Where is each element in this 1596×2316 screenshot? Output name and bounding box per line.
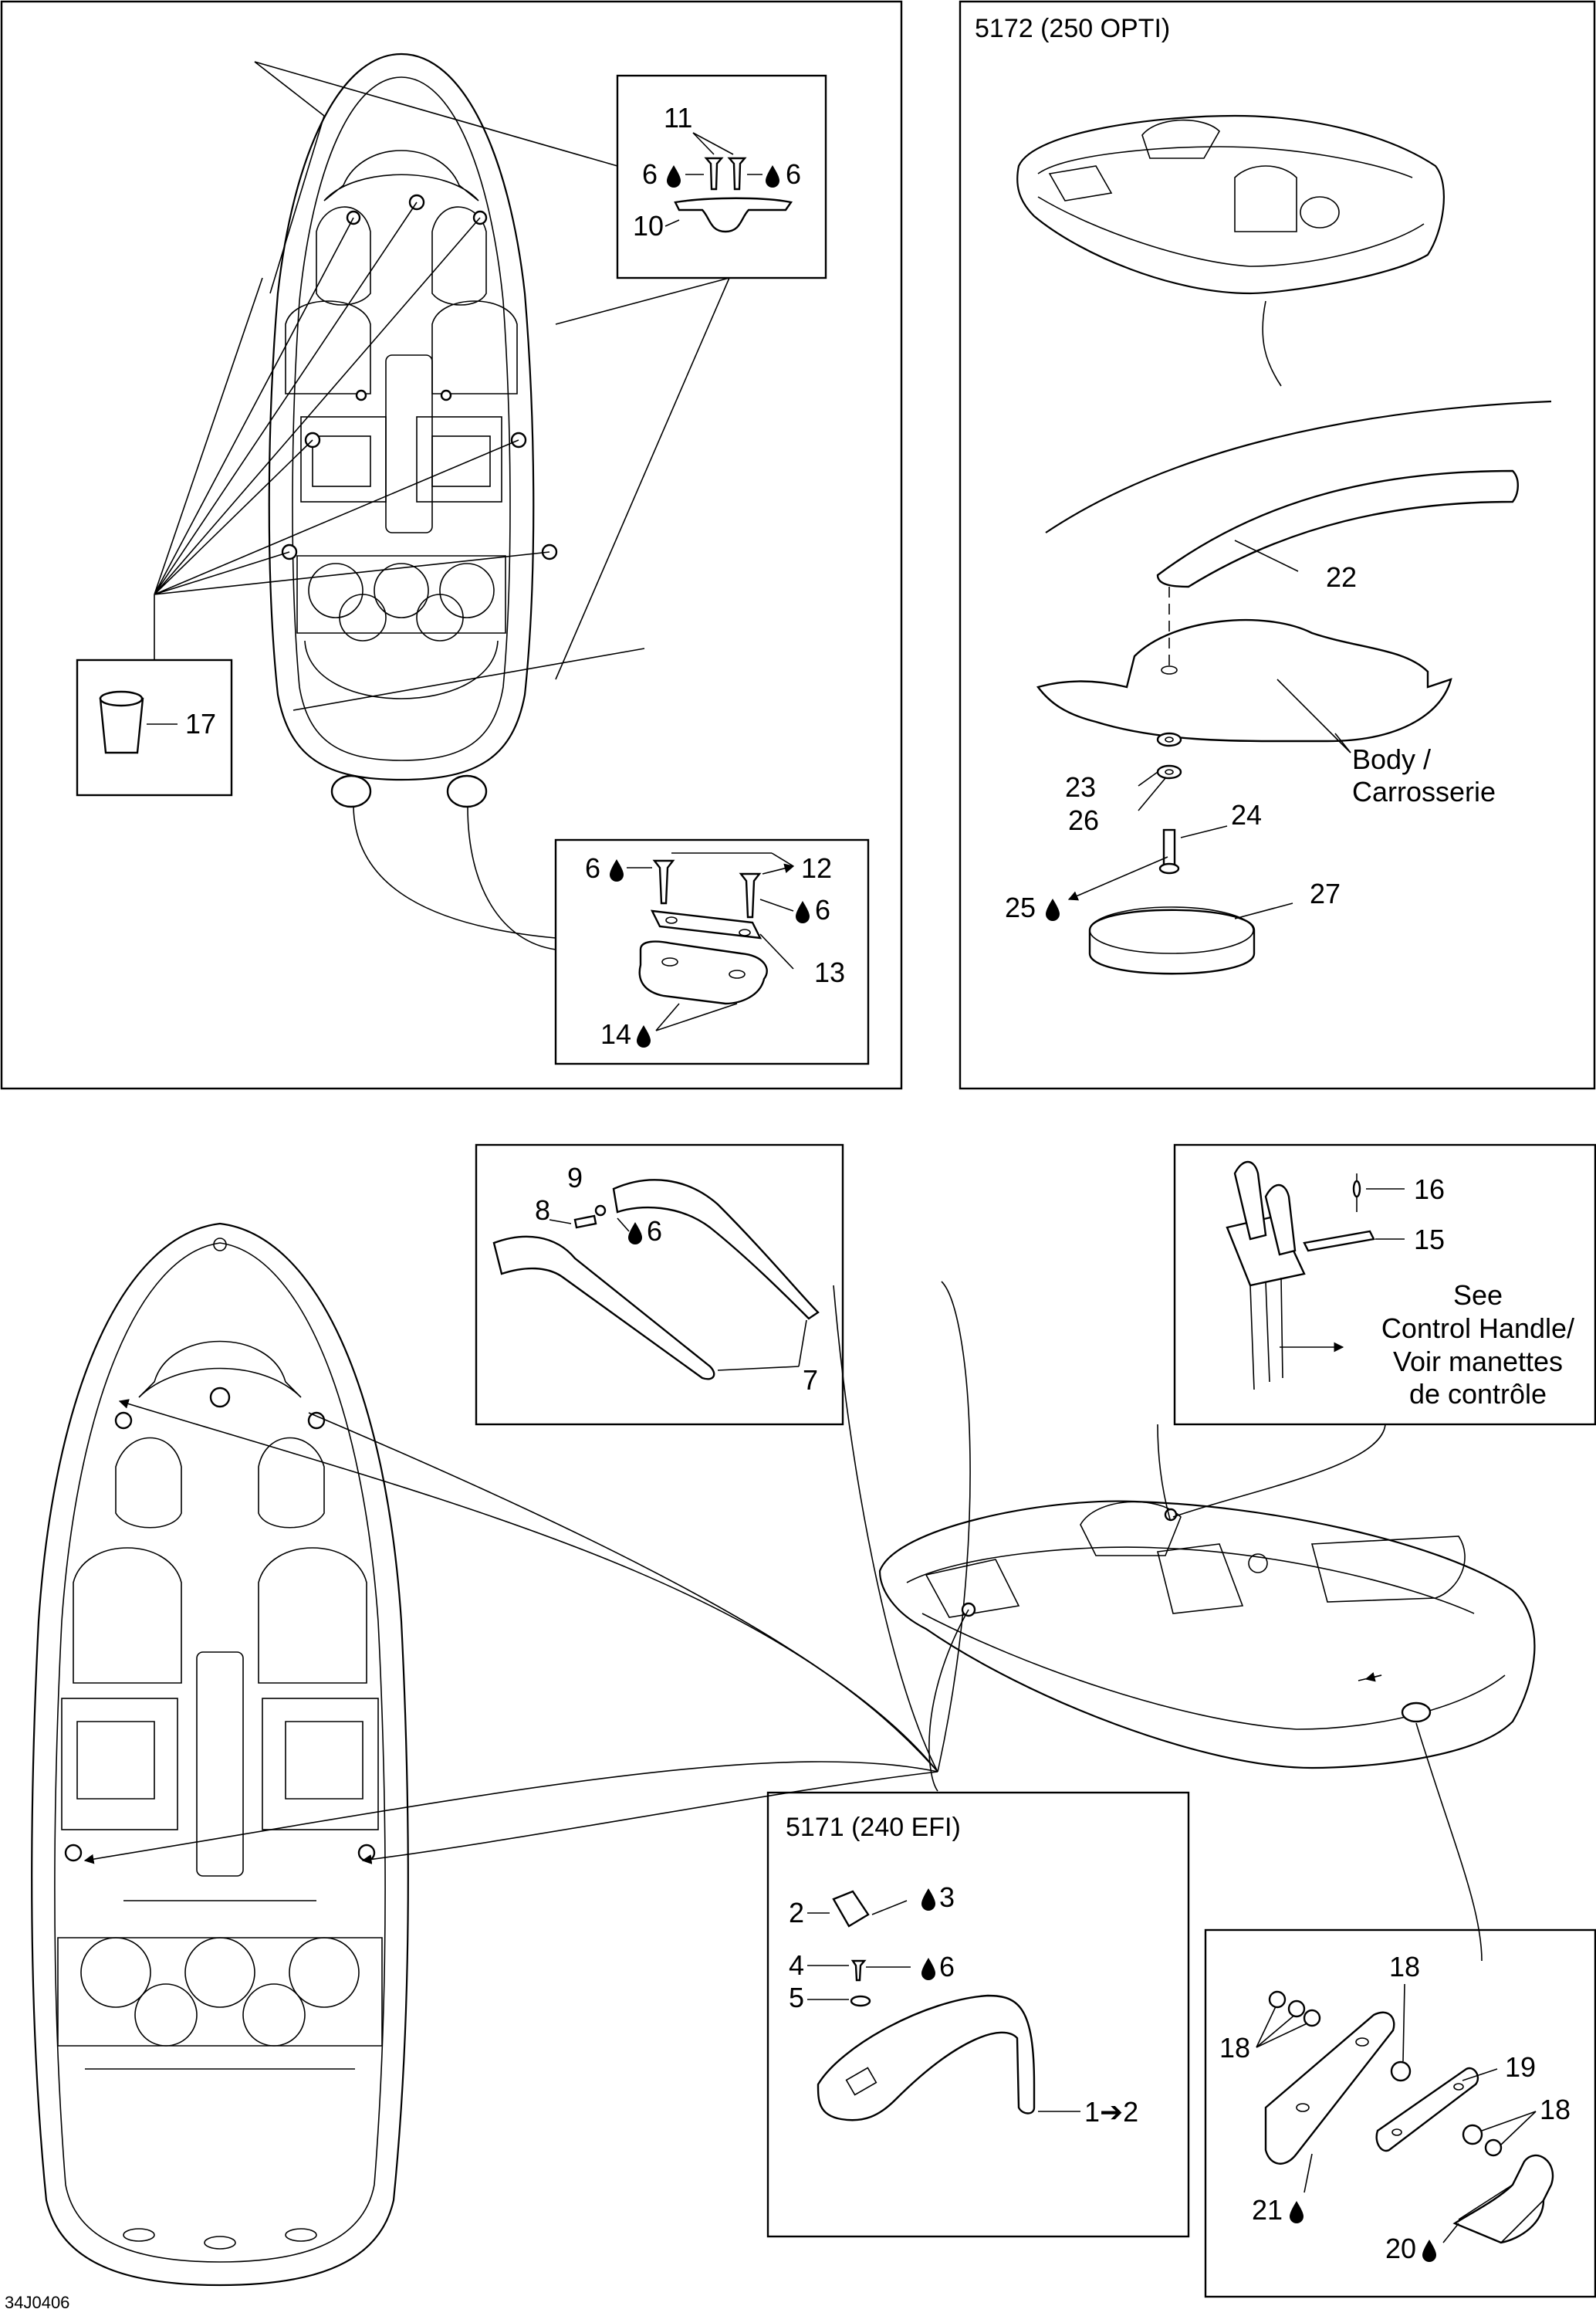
body-section: Body / Carrosserie <box>1036 587 1496 808</box>
boat-side-view-top <box>1016 114 1445 387</box>
panel-250-opti <box>959 0 1596 1090</box>
panel-hull-top <box>0 0 903 1090</box>
label-21: 21 <box>1252 2194 1283 2226</box>
label-4: 4 <box>789 1949 804 1981</box>
leaders-5171 <box>83 1281 971 1864</box>
hull-curve <box>1045 400 1552 533</box>
diagram-code: 34J0406 <box>5 2293 69 2312</box>
label-18-c: 18 <box>1540 2094 1571 2125</box>
label-17: 17 <box>185 708 216 740</box>
control-note-4: de contrôle <box>1409 1378 1547 1410</box>
leaders-12 <box>353 806 556 950</box>
title-250-opti: 5172 (250 OPTI) <box>975 14 1170 43</box>
panel-240-efi: 5171 (240 EFI) 2 3 4 6 5 1➔2 <box>766 1791 1190 2238</box>
label-12: 12 <box>801 852 832 884</box>
label-11: 11 <box>664 102 692 134</box>
label-10: 10 <box>633 210 664 242</box>
title-240-efi: 5171 (240 EFI) <box>786 1813 961 1842</box>
label-16: 16 <box>1414 1173 1445 1205</box>
label-22: 22 <box>1326 561 1357 593</box>
label-24: 24 <box>1231 799 1262 831</box>
box-control-handle: 16 15 See Control Handle/ Voir manettes … <box>1173 1143 1596 1426</box>
label-6-f: 6 <box>939 1951 955 1982</box>
label-27: 27 <box>1310 878 1341 909</box>
label-26: 26 <box>1068 804 1099 836</box>
control-note-3: Voir manettes <box>1393 1346 1563 1377</box>
body-note-2: Carrosserie <box>1352 776 1496 808</box>
label-6-d: 6 <box>815 894 830 926</box>
label-7: 7 <box>803 1364 818 1396</box>
label-23: 23 <box>1065 771 1096 803</box>
label-18-a: 18 <box>1389 1951 1420 1982</box>
label-3: 3 <box>939 1881 955 1913</box>
part-22-rubrail: 22 <box>1156 469 1519 593</box>
leaders-17 <box>154 201 550 660</box>
label-6-c: 6 <box>585 852 600 884</box>
box-plate: 6 12 6 13 14 <box>554 838 870 1065</box>
boat-side-view-bottom <box>878 1424 1536 1962</box>
label-1: 1➔2 <box>1084 2096 1138 2128</box>
box-u-bolt: 18 18 19 18 21 20 <box>1204 1928 1596 2298</box>
control-note-2: Control Handle/ <box>1381 1312 1574 1344</box>
control-note-1: See <box>1453 1279 1503 1311</box>
label-18-b: 18 <box>1219 2032 1250 2064</box>
label-13: 13 <box>814 957 845 988</box>
label-15: 15 <box>1414 1224 1445 1255</box>
label-6-a: 6 <box>642 158 658 190</box>
box-cleat: 11 6 6 10 <box>616 74 827 279</box>
hull-top-view <box>268 52 558 808</box>
label-19: 19 <box>1505 2051 1536 2083</box>
fasteners-250: 23 26 24 25 27 <box>1005 732 1341 975</box>
label-25: 25 <box>1005 892 1036 923</box>
box-cup-holder: 17 <box>76 659 233 797</box>
label-6-e: 6 <box>647 1215 662 1247</box>
label-8: 8 <box>535 1194 550 1226</box>
body-note-1: Body / <box>1352 743 1431 775</box>
hull-top-view-large <box>31 1222 409 2287</box>
label-14: 14 <box>600 1018 631 1050</box>
box-grab-handle: 9 8 6 7 <box>475 1143 844 1426</box>
label-20: 20 <box>1385 2233 1416 2264</box>
label-2: 2 <box>789 1897 804 1928</box>
leaders-11 <box>254 61 730 711</box>
label-6-b: 6 <box>786 158 801 190</box>
label-9: 9 <box>567 1162 583 1194</box>
label-5: 5 <box>789 1982 804 2013</box>
